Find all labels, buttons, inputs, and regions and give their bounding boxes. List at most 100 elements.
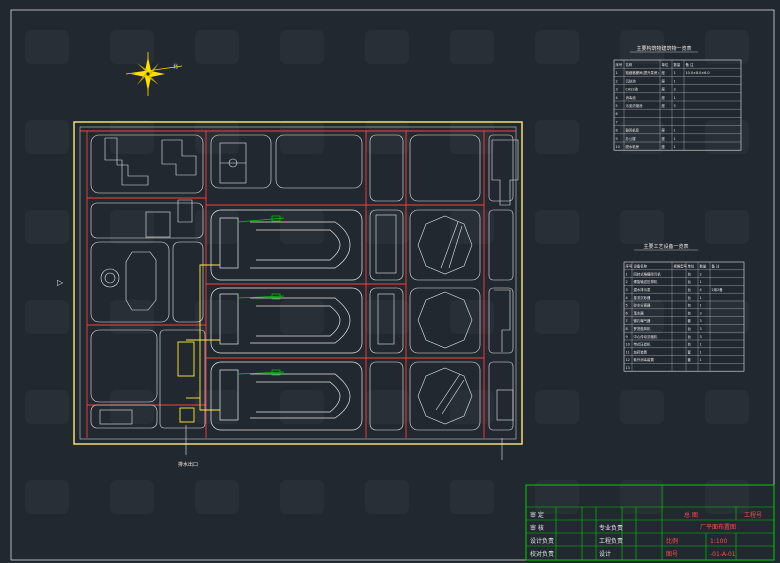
table-equipment-header-cell: 规格型号 (674, 264, 688, 269)
table-equipment-cell: 台 (688, 279, 692, 284)
table-structures-cell: 1 (616, 71, 618, 75)
table-equipment-cell: 7 (626, 319, 628, 323)
title-block-role-2: 审 核 (530, 524, 544, 532)
table-structures-cell: 1 (674, 145, 676, 149)
table-equipment-cell: 潜水排污泵 (634, 287, 652, 292)
entry-arrow: ▷ (57, 278, 64, 287)
table-structures-cell: 9 (616, 137, 618, 141)
table-structures-cell: 座 (662, 87, 666, 92)
title-block-role-4: 校对负责 (530, 550, 554, 558)
table-equipment-cell: 10 (626, 343, 630, 347)
table-equipment-header-cell: 序号 (626, 264, 633, 269)
table-equipment-cell: 台 (688, 271, 692, 276)
table-equipment-cell: 9 (626, 335, 628, 339)
table-structures-cell: 1 (674, 79, 676, 83)
table-equipment-cell: 6 (626, 311, 628, 315)
table-equipment-cell: 中心传动浓缩机 (634, 334, 658, 339)
title-block-scale-label: 比例 (666, 537, 678, 545)
table-structures-cell: 6 (616, 112, 618, 116)
table-equipment-cell: 带式压滤机 (634, 342, 652, 347)
table-equipment-header-cell: 设备名称 (634, 264, 648, 269)
table-structures-cell: 消毒池 (626, 95, 637, 100)
table-equipment-cell: 2 (626, 280, 628, 284)
table-equipment-cell: 砂水分离器 (634, 303, 652, 308)
table-equipment-header-cell: 数量 (700, 264, 707, 269)
table-structures-cell: 办公楼 (626, 136, 637, 141)
title-block-scale-value: 1:100 (710, 538, 727, 545)
table-structures-cell: 座 (662, 128, 666, 133)
table-equipment-cell: 1 (700, 296, 702, 300)
table-structures-cell: CASS池 (626, 87, 639, 92)
table-equipment-cell: 3 (700, 335, 702, 339)
table-structures-cell: 粗细格栅间(提升泵房) (626, 70, 660, 75)
table-structures-cell: 3 (674, 88, 676, 92)
table-structures-cell: 10 (616, 145, 620, 149)
table-equipment-cell: 台 (688, 326, 692, 331)
table-equipment-cell: 台 (688, 334, 692, 339)
table-structures-header-cell: 名称 (626, 62, 633, 67)
table-structures-cell: 座 (662, 144, 666, 149)
title-block-number-label: 图号 (666, 551, 678, 558)
title-block-role-6: 工程负责 (599, 537, 623, 545)
title-block-role-5: 专业负责 (599, 524, 623, 532)
table-structures-cell: 4 (616, 96, 618, 100)
table-structures-cell: 2 (616, 79, 618, 83)
table-equipment-cell: 3 (700, 319, 702, 323)
table-structures-cell: 污泥浓缩池 (626, 103, 644, 108)
table-structures-cell: 脱水机房 (626, 144, 640, 149)
north-label: 北 (173, 63, 178, 70)
title-block-stage: 工程号 (744, 511, 762, 519)
table-equipment-cell: 微孔曝气器 (634, 318, 652, 323)
table-equipment-cell: 台 (688, 342, 692, 347)
title-block-project: 总 图 (684, 511, 698, 519)
table-equipment-header-cell: 备 注 (712, 264, 720, 269)
table-equipment-cell: 5 (626, 304, 628, 308)
table-equipment-cell: 套 (688, 349, 692, 354)
table-equipment-cell: 1 (700, 343, 702, 347)
drawing-frame (10, 9, 775, 561)
table-equipment-cell: 套 (688, 357, 692, 362)
title-block: 总 图 工程号 厂平面布置图 比例 1:100 图号 -01-A-01 审 定 … (525, 484, 775, 561)
table-equipment-cell: 滗水器 (634, 310, 645, 315)
table-equipment-cell: 螺旋输送压榨机 (634, 279, 658, 284)
table-structures-header-cell: 序号 (616, 62, 623, 67)
table-equipment-cell: 4 (626, 296, 628, 300)
table-structures-cell: 座 (662, 78, 666, 83)
table-structures-cell: 7 (616, 120, 618, 124)
table-equipment-cell: 台 (688, 287, 692, 292)
table-structures-cell: 1 (674, 71, 676, 75)
table-structures-cell: 沉砂池 (626, 78, 637, 83)
outfall-label: 排水出口 (178, 461, 198, 468)
table-equipment-cell: 1 (700, 358, 702, 362)
table-equipment-cell: 台 (688, 303, 692, 308)
title-block-role-3: 设计负责 (530, 537, 554, 545)
title-block-role-1: 审 定 (530, 511, 544, 519)
table-equipment-cell: 1 (700, 304, 702, 308)
table-structures-cell: 3 (674, 104, 676, 108)
table-structures-cell: 5 (616, 104, 618, 108)
table-structures-cell: 座 (662, 70, 666, 75)
table-equipment-cell: 台 (688, 295, 692, 300)
table-equipment-header-cell: 单位 (688, 264, 695, 269)
table-equipment-cell: 1 (700, 280, 702, 284)
table-equipment-cell: 紫外消毒装置 (634, 357, 655, 362)
table-equipment-cell: 回转式格栅除污机 (634, 271, 662, 276)
title-block-role-7: 设计 (599, 550, 611, 558)
table-structures-cell: 1 (674, 129, 676, 133)
table-structures-cell: 鼓风机房 (626, 128, 640, 133)
table-equipment-cell: 11 (626, 350, 630, 354)
table-equipment-cell: 1 (626, 272, 628, 276)
site-plan (73, 121, 523, 460)
title-block-number: -01-A-01 (710, 551, 736, 558)
table-equipment-cell: 13 (626, 366, 630, 370)
table-structures-cell: 1 (674, 96, 676, 100)
table-structures-cell: 座 (662, 103, 666, 108)
table-equipment-cell: 加药装置 (634, 349, 648, 354)
table-structures-header-cell: 单位 (662, 62, 669, 67)
table-equipment-cell: 2用2备 (712, 287, 724, 292)
table-equipment-cell: 旋流沉砂器 (634, 295, 652, 300)
table-structures-header-cell: 数量 (674, 62, 681, 67)
